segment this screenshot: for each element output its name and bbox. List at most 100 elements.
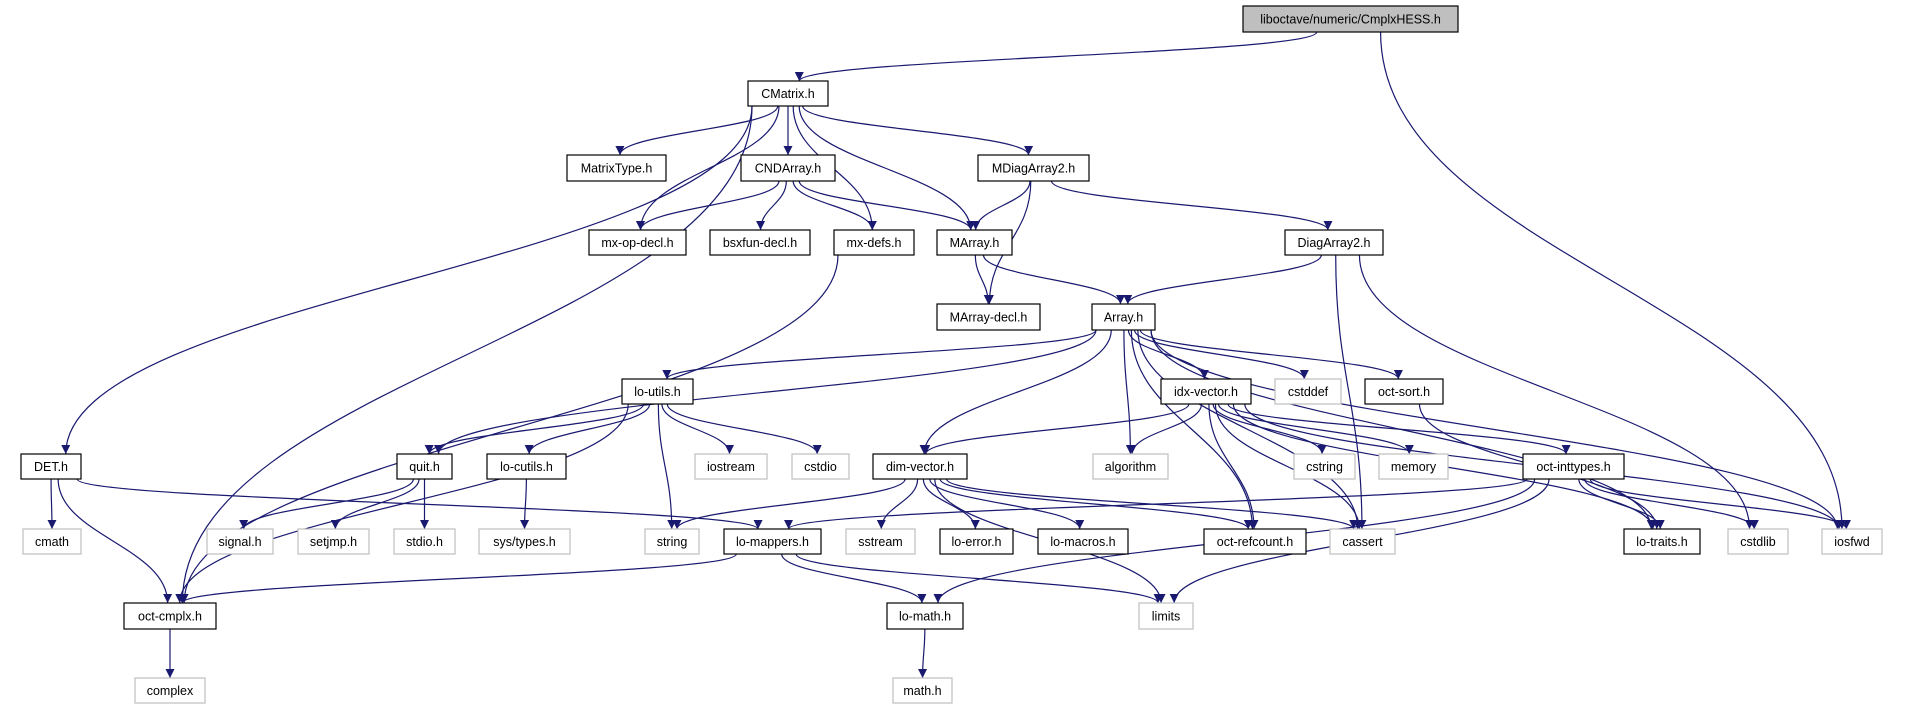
node-label: DiagArray2.h <box>1298 236 1371 250</box>
node-MArray[interactable]: MArray.h <box>936 229 1013 256</box>
edge-dim-vector-to-oct-refcount <box>939 478 1253 530</box>
edge-lo-utils-to-lo-cutils <box>524 403 651 455</box>
node-Array[interactable]: Array.h <box>1091 303 1156 331</box>
node-box <box>845 528 916 555</box>
edge-lo-utils-to-string <box>657 403 677 530</box>
edge-Array-to-lo-utils <box>662 329 1097 380</box>
node-label: algorithm <box>1105 460 1156 474</box>
node-box <box>1091 303 1156 331</box>
edge-idx-vector-to-dim-vector <box>921 403 1190 455</box>
node-algorithm: algorithm <box>1092 453 1169 480</box>
edge-idx-vector-to-oct-inttypes <box>1227 403 1571 455</box>
node-dim-vector[interactable]: dim-vector.h <box>872 453 968 480</box>
edge-MArray-to-MArray-decl <box>974 254 993 305</box>
node-label: lo-error.h <box>951 535 1001 549</box>
node-box <box>396 453 453 480</box>
node-label: string <box>657 535 688 549</box>
node-label: oct-sort.h <box>1378 385 1430 399</box>
node-box <box>1092 453 1169 480</box>
node-limits: limits <box>1138 602 1194 630</box>
node-box <box>723 528 822 555</box>
edge-lo-mappers-to-oct-cmplx <box>177 553 737 604</box>
node-label: limits <box>1152 610 1180 624</box>
node-box <box>134 677 206 704</box>
node-label: MArray-decl.h <box>950 311 1028 325</box>
edge-Array-to-oct-sort <box>1139 329 1403 380</box>
node-box <box>644 528 700 555</box>
node-oct-sort[interactable]: oct-sort.h <box>1364 378 1444 405</box>
node-box <box>20 453 82 480</box>
edge-lo-mappers-to-limits <box>795 553 1163 604</box>
edge-idx-vector-to-memory <box>1217 403 1414 455</box>
node-DET[interactable]: DET.h <box>20 453 82 480</box>
edge-oct-inttypes-to-iosfwd <box>1589 478 1851 530</box>
node-label: lo-math.h <box>899 610 951 624</box>
node-mx-op-decl[interactable]: mx-op-decl.h <box>588 229 687 256</box>
nodes: liboctave/numeric/CmplxHESS.hCMatrix.hMa… <box>20 5 1883 704</box>
node-box <box>1284 229 1384 256</box>
node-label: cstring <box>1306 460 1343 474</box>
node-lo-macros[interactable]: lo-macros.h <box>1037 528 1129 555</box>
node-DiagArray2[interactable]: DiagArray2.h <box>1284 229 1384 256</box>
node-MatrixType[interactable]: MatrixType.h <box>566 154 667 182</box>
node-label: CNDArray.h <box>755 162 821 176</box>
node-box <box>1522 453 1625 480</box>
node-root[interactable]: liboctave/numeric/CmplxHESS.h <box>1242 5 1459 33</box>
node-label: lo-cutils.h <box>500 460 553 474</box>
node-box <box>393 528 456 555</box>
edge-DET-to-lo-mappers <box>76 478 763 530</box>
node-label: lo-mappers.h <box>736 535 809 549</box>
node-box <box>1727 528 1789 555</box>
node-label: MatrixType.h <box>581 162 653 176</box>
node-lo-mappers[interactable]: lo-mappers.h <box>723 528 822 555</box>
edge-DET-to-oct-cmplx <box>57 478 173 604</box>
node-bsxfun-decl[interactable]: bsxfun-decl.h <box>709 229 811 256</box>
node-lo-cutils[interactable]: lo-cutils.h <box>486 453 567 480</box>
node-box <box>747 80 829 107</box>
node-CMatrix[interactable]: CMatrix.h <box>747 80 829 107</box>
node-MArray-decl[interactable]: MArray-decl.h <box>936 303 1041 331</box>
edge-root-to-iosfwd <box>1379 31 1847 530</box>
edge-idx-vector-to-algorithm <box>1127 403 1203 455</box>
node-lo-traits[interactable]: lo-traits.h <box>1623 528 1701 555</box>
node-label: stdio.h <box>406 535 443 549</box>
node-label: mx-defs.h <box>847 236 902 250</box>
node-box <box>206 528 274 555</box>
edge-oct-inttypes-to-cstdlib <box>1583 478 1759 530</box>
node-CNDArray[interactable]: CNDArray.h <box>740 154 836 182</box>
node-lo-math[interactable]: lo-math.h <box>886 602 964 630</box>
edge-MArray-to-Array <box>982 254 1125 305</box>
node-cstring: cstring <box>1293 453 1356 480</box>
node-label: idx-vector.h <box>1174 385 1238 399</box>
node-box <box>478 528 571 555</box>
node-MDiagArray2[interactable]: MDiagArray2.h <box>977 154 1090 182</box>
node-label: dim-vector.h <box>886 460 954 474</box>
node-oct-inttypes[interactable]: oct-inttypes.h <box>1522 453 1625 480</box>
node-box <box>1037 528 1129 555</box>
node-signal: signal.h <box>206 528 274 555</box>
node-label: iosfwd <box>1834 535 1869 549</box>
node-label: oct-refcount.h <box>1217 535 1293 549</box>
node-oct-refcount[interactable]: oct-refcount.h <box>1203 528 1307 555</box>
edge-Array-to-algorithm <box>1123 329 1135 455</box>
node-box <box>709 229 811 256</box>
node-box <box>588 229 687 256</box>
node-mx-defs[interactable]: mx-defs.h <box>833 229 915 256</box>
node-oct-cmplx[interactable]: oct-cmplx.h <box>123 602 217 630</box>
node-label: memory <box>1391 460 1437 474</box>
node-label: sys/types.h <box>493 535 556 549</box>
node-box <box>977 154 1090 182</box>
node-lo-utils[interactable]: lo-utils.h <box>621 378 694 405</box>
node-quit[interactable]: quit.h <box>396 453 453 480</box>
node-box <box>566 154 667 182</box>
edge-lo-mappers-to-lo-math <box>781 553 927 604</box>
node-box <box>1821 528 1883 555</box>
node-lo-error[interactable]: lo-error.h <box>939 528 1014 555</box>
edge-Array-to-cstddef <box>1133 329 1309 380</box>
edge-CNDArray-to-mx-op-decl <box>636 180 780 231</box>
edge-CMatrix-to-mx-op-decl <box>636 105 780 231</box>
node-label: liboctave/numeric/CmplxHESS.h <box>1260 13 1441 27</box>
node-idx-vector[interactable]: idx-vector.h <box>1160 378 1252 405</box>
edge-oct-inttypes-to-lo-traits <box>1578 478 1665 530</box>
node-box <box>1364 378 1444 405</box>
